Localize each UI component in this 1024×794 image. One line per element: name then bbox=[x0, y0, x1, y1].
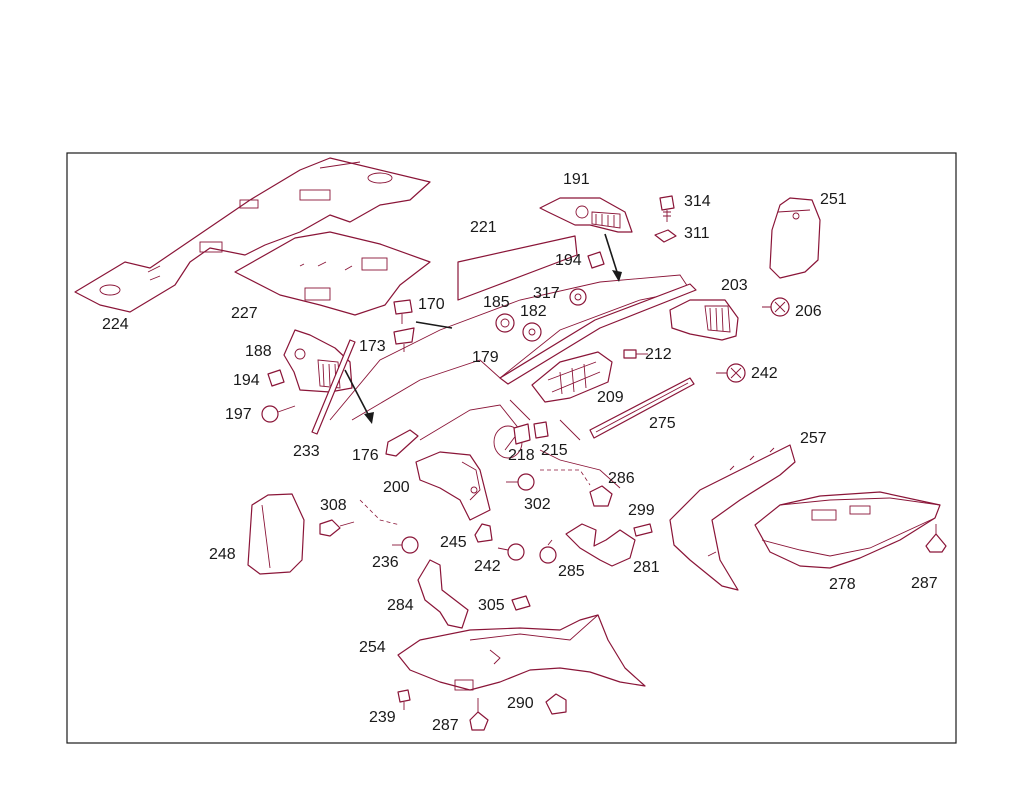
part-278-storage-tray bbox=[754, 491, 941, 569]
callout-314: 314 bbox=[684, 193, 711, 210]
callout-285: 285 bbox=[558, 563, 585, 580]
diagram-frame bbox=[66, 152, 957, 744]
part-194-clip-right bbox=[587, 251, 605, 269]
callout-197: 197 bbox=[225, 406, 252, 423]
part-305-clip bbox=[511, 595, 531, 611]
part-314-screw bbox=[659, 195, 675, 222]
callout-labels: 191 314 311 251 221 194 224 227 170 185 … bbox=[102, 171, 938, 734]
callout-200: 200 bbox=[383, 479, 410, 496]
callout-284: 284 bbox=[387, 597, 414, 614]
part-311-clip bbox=[654, 229, 677, 243]
part-170-clip bbox=[393, 299, 413, 324]
callout-185: 185 bbox=[483, 294, 510, 311]
part-287-screw-bottom bbox=[469, 698, 489, 731]
part-176-bracket bbox=[385, 429, 419, 457]
callout-179: 179 bbox=[472, 349, 499, 366]
callout-233: 233 bbox=[293, 443, 320, 460]
part-197-screw bbox=[261, 405, 296, 423]
callout-173: 173 bbox=[359, 338, 386, 355]
part-317-nut bbox=[569, 288, 587, 306]
callout-251: 251 bbox=[820, 191, 847, 208]
part-242-screw-lower bbox=[497, 543, 525, 561]
callout-188: 188 bbox=[245, 343, 272, 360]
callout-170: 170 bbox=[418, 296, 445, 313]
callout-182: 182 bbox=[520, 303, 547, 320]
callout-191: 191 bbox=[563, 171, 590, 188]
callout-257: 257 bbox=[800, 430, 827, 447]
part-227-insulation-mat bbox=[234, 231, 431, 316]
part-233-seal-strip bbox=[311, 339, 356, 435]
callout-242-lower: 242 bbox=[474, 558, 501, 575]
part-206-screw bbox=[762, 297, 790, 317]
part-251-side-cover bbox=[769, 197, 821, 279]
callout-299: 299 bbox=[628, 502, 655, 519]
part-245-bracket bbox=[474, 523, 493, 543]
part-218-switch bbox=[513, 423, 531, 445]
callout-194-left: 194 bbox=[233, 372, 260, 389]
callout-206: 206 bbox=[795, 303, 822, 320]
part-299-clip bbox=[633, 523, 653, 537]
callout-203: 203 bbox=[721, 277, 748, 294]
part-287-screw-right bbox=[925, 524, 947, 553]
callout-239: 239 bbox=[369, 709, 396, 726]
part-284-air-duct bbox=[417, 559, 469, 629]
part-236-screw bbox=[392, 536, 419, 554]
part-203-air-vent bbox=[669, 299, 739, 341]
part-182-washer bbox=[522, 322, 542, 342]
callout-227: 227 bbox=[231, 305, 258, 322]
callout-286: 286 bbox=[608, 470, 635, 487]
callout-278: 278 bbox=[829, 576, 856, 593]
part-281-bracket bbox=[565, 523, 636, 567]
callout-302: 302 bbox=[524, 496, 551, 513]
part-302-screw bbox=[506, 473, 535, 491]
part-248-side-cover bbox=[247, 493, 305, 575]
part-dashboard-body bbox=[329, 274, 691, 526]
callout-281: 281 bbox=[633, 559, 660, 576]
callout-221: 221 bbox=[470, 219, 497, 236]
callout-287-right: 287 bbox=[911, 575, 938, 592]
assembly-arrows bbox=[344, 233, 622, 424]
callout-194-top: 194 bbox=[555, 252, 582, 269]
part-221-cover-panel bbox=[457, 235, 578, 301]
part-224-insulation-mat bbox=[74, 157, 431, 313]
part-242-screw-upper bbox=[716, 363, 746, 383]
part-275-trim-strip bbox=[589, 377, 695, 439]
part-191-center-vent-cover bbox=[539, 197, 633, 233]
callout-242-upper: 242 bbox=[751, 365, 778, 382]
part-173-clip bbox=[393, 327, 415, 352]
callout-248: 248 bbox=[209, 546, 236, 563]
callout-254: 254 bbox=[359, 639, 386, 656]
callout-317: 317 bbox=[533, 285, 560, 302]
callout-209: 209 bbox=[597, 389, 624, 406]
callout-290: 290 bbox=[507, 695, 534, 712]
callout-305: 305 bbox=[478, 597, 505, 614]
part-257-trim-panel bbox=[669, 444, 796, 591]
part-215-switch bbox=[533, 421, 549, 439]
part-179-trim-strip bbox=[499, 283, 697, 385]
part-185-grommet bbox=[495, 313, 515, 333]
callout-287-bottom: 287 bbox=[432, 717, 459, 734]
part-209-center-vent bbox=[531, 351, 613, 403]
callout-275: 275 bbox=[649, 415, 676, 432]
part-254-lower-panel bbox=[397, 614, 646, 691]
part-200-bracket bbox=[415, 451, 491, 521]
callout-308: 308 bbox=[320, 497, 347, 514]
callout-218: 218 bbox=[508, 447, 535, 464]
callout-311: 311 bbox=[684, 225, 710, 242]
callout-212: 212 bbox=[645, 346, 672, 363]
part-290-clip bbox=[545, 693, 567, 715]
callout-236: 236 bbox=[372, 554, 399, 571]
part-194-clip-left bbox=[267, 369, 285, 387]
callout-176: 176 bbox=[352, 447, 379, 464]
part-286-clip bbox=[589, 485, 613, 507]
callout-215: 215 bbox=[541, 442, 568, 459]
callout-224: 224 bbox=[102, 316, 129, 333]
part-212-screw bbox=[623, 349, 648, 359]
part-308-screw bbox=[319, 519, 355, 537]
part-285-screw bbox=[539, 539, 557, 564]
part-239-clip bbox=[397, 689, 411, 710]
callout-245: 245 bbox=[440, 534, 467, 551]
